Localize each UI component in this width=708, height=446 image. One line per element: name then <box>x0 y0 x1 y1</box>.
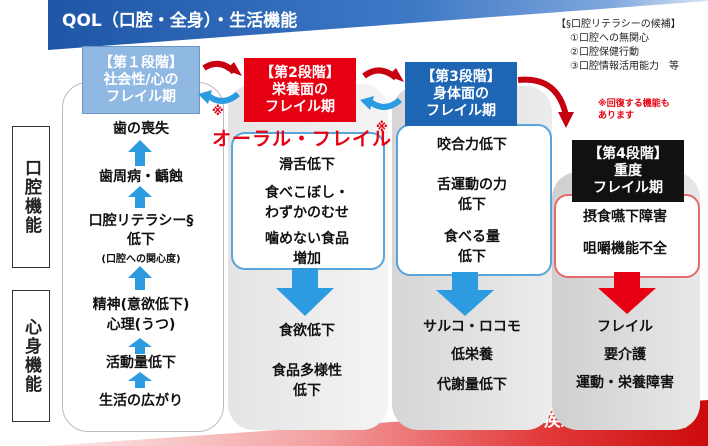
stage2-body-item: 低下 <box>293 383 321 399</box>
notes-item: ③口腔情報活用能力 等 <box>570 61 679 72</box>
stage2-oral-item: 滑舌低下 <box>279 157 335 173</box>
stage1-body-item: 精神(意欲低下) <box>92 297 190 313</box>
stage3-body-item: サルコ・ロコモ <box>423 319 521 335</box>
stage1-column <box>62 82 224 432</box>
banner-title: QOL（口腔・全身）・生活機能 <box>62 11 298 31</box>
stage2-body-item: 食品多様性 <box>272 363 342 379</box>
notes-item: ②口腔保健行動 <box>570 47 639 58</box>
stage3-oral-item: 食べる量 <box>444 229 500 245</box>
stage4-down-arrow <box>598 272 656 314</box>
stage1-oral-item: 歯の喪失 <box>113 121 169 137</box>
stage2-oral-item: 噛めない食品 <box>265 231 349 247</box>
stage2-oral-item: 増加 <box>293 251 321 267</box>
stage3-oral-item: 低下 <box>458 197 486 213</box>
red-connector-arrowhead <box>226 62 242 76</box>
stage2-body-item: 食欲低下 <box>279 323 335 339</box>
stage2-down-arrow <box>276 268 334 316</box>
stage3-oral-item: 舌運動の力 <box>437 177 507 193</box>
stage1-body-item: 心理(うつ) <box>106 317 176 333</box>
up-arrow <box>128 186 152 208</box>
blue-connector-arrowhead <box>360 96 374 110</box>
blue-connector-arrowhead <box>198 90 212 104</box>
asterisk-mark: ※ <box>212 104 224 118</box>
red-connector-arrow <box>517 76 569 117</box>
stage1-oral-item: 歯周病・齲蝕 <box>99 169 183 185</box>
up-arrow <box>128 140 152 166</box>
mental-physical-label: 心身機能 <box>12 290 50 422</box>
asterisk-mark: ※ <box>376 120 388 134</box>
red-connector-arrowhead <box>558 112 574 128</box>
stage4-body-item: フレイル <box>597 319 653 335</box>
red-connector-arrowhead <box>388 68 404 82</box>
stage4-oral-item: 咀嚼機能不全 <box>583 241 667 257</box>
stage3-body-item: 代謝量低下 <box>437 377 507 393</box>
notes-title: 【§口腔リテラシーの候補】 <box>556 19 681 30</box>
oral-frail-label: オーラル・フレイル <box>212 128 393 150</box>
stage4-body-item: 運動・栄養障害 <box>576 375 674 391</box>
blue-connector-arrow <box>204 91 240 104</box>
stage2-oral-item: わずかのむせ <box>265 205 349 221</box>
stage4-oral-item: 摂食嚥下障害 <box>583 209 667 225</box>
stage2-header: 【第2段階】 栄養面の フレイル期 <box>244 58 356 122</box>
up-arrow <box>128 266 152 290</box>
stage4-header: 【第4段階】 重度 フレイル期 <box>572 140 684 202</box>
oral-function-label: 口腔機能 <box>12 126 50 268</box>
stage3-oral-item: 低下 <box>458 249 486 265</box>
stage1-oral-item: 口腔リテラシー§ <box>88 213 194 229</box>
stage3-oral-item: 咬合力低下 <box>437 137 507 153</box>
up-arrow <box>128 338 152 354</box>
stage2-oral-item: 食べこぼし・ <box>265 185 349 201</box>
stage1-body-item: 生活の広がり <box>99 393 183 409</box>
stage3-body-item: 低栄養 <box>451 347 493 363</box>
blue-connector-arrow <box>366 97 402 110</box>
literacy-notes: 【§口腔リテラシーの候補】 ①口腔への無関心 ②口腔保健行動 ③口腔情報活用能力… <box>556 18 681 74</box>
stage1-oral-item: (口腔への関心度) <box>101 254 181 265</box>
stage1-oral-item: 低下 <box>127 232 155 248</box>
stage4-oral-box <box>554 194 700 278</box>
notes-item: ①口腔への無関心 <box>570 33 649 44</box>
stage-connectors <box>198 60 574 128</box>
stage1-header: 【第１段階】 社会性/心の フレイル期 <box>82 46 200 114</box>
stage1-body-item: 活動量低下 <box>106 355 176 371</box>
stage3-header: 【第3段階】 身体面の フレイル期 <box>405 62 517 126</box>
up-arrow <box>128 372 152 388</box>
recovery-note: ※回復する機能も あります <box>598 99 670 121</box>
stage4-body-item: 要介護 <box>604 347 646 363</box>
stage3-down-arrow <box>436 272 494 316</box>
